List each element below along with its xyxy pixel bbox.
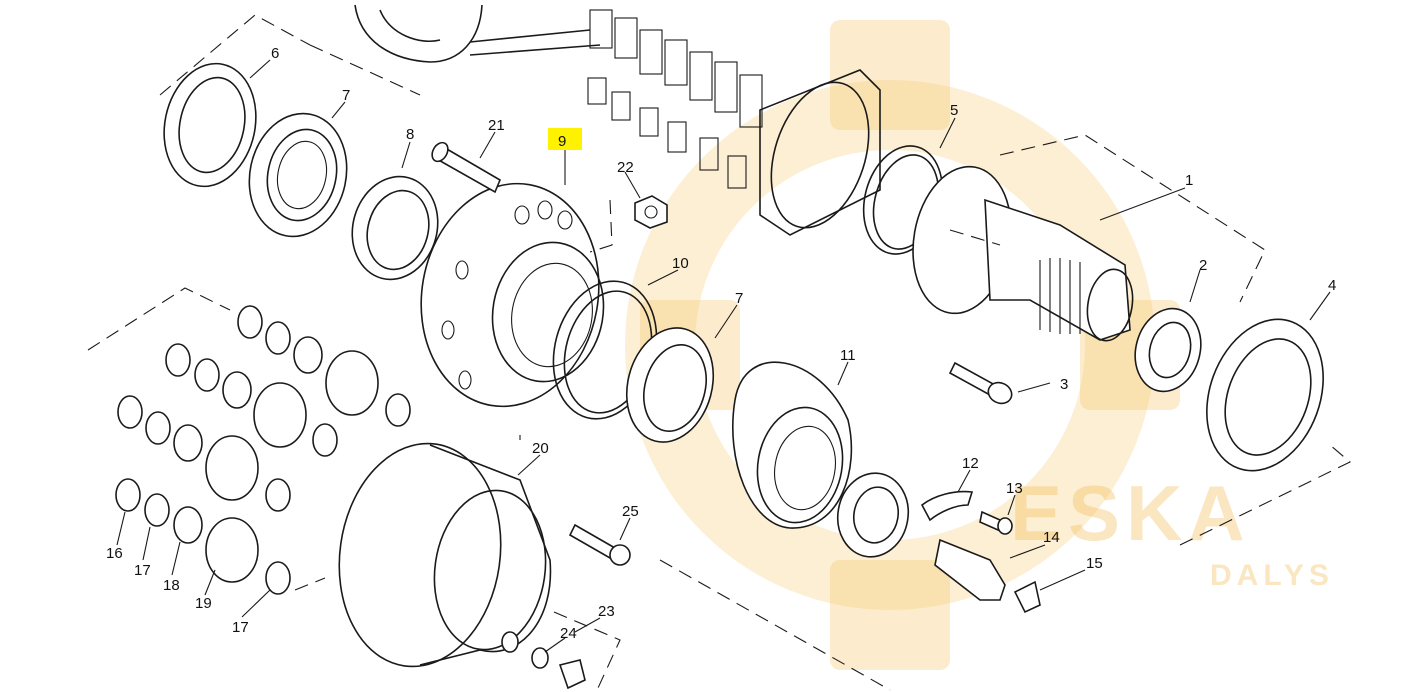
part-21-stud — [431, 141, 502, 194]
callout-12: 12 — [962, 455, 979, 472]
part-slotted-nut — [836, 472, 910, 558]
part-7-bearing-right — [625, 327, 715, 443]
callout-17-left: 17 — [134, 562, 151, 579]
callout-20: 20 — [532, 440, 549, 457]
part-11-ring-gear — [731, 361, 853, 529]
leader-lines — [116, 59, 1331, 653]
part-14-shaft — [934, 538, 1006, 601]
callout-8: 8 — [406, 126, 414, 143]
callout-19: 19 — [195, 595, 212, 612]
callout-labels: 1 2 3 4 5 6 7 7 8 9 10 11 12 13 14 15 16… — [106, 45, 1336, 642]
part-6-seal — [163, 62, 257, 188]
callout-2: 2 — [1199, 257, 1207, 274]
part-25-bolt — [568, 523, 631, 566]
callout-9: 9 — [558, 133, 566, 150]
callout-18: 18 — [163, 577, 180, 594]
callout-5: 5 — [950, 102, 958, 119]
axle-housing-drawing — [354, 4, 881, 236]
part-4-seal — [1206, 318, 1324, 472]
callout-7-right: 7 — [735, 290, 743, 307]
callout-13: 13 — [1006, 480, 1023, 497]
part-3-bolt — [948, 361, 1013, 405]
callout-9-highlight — [548, 128, 582, 150]
part-23-24-plug — [501, 631, 586, 690]
assembly-lines — [87, 14, 1351, 691]
part-2-lock-nut — [1134, 307, 1202, 393]
callout-1: 1 — [1185, 172, 1193, 189]
part-20-planet-carrier — [338, 442, 552, 668]
callout-21: 21 — [488, 117, 505, 134]
callout-16: 16 — [106, 545, 123, 562]
planet-gear-set — [115, 305, 411, 595]
watermark-brand: ESKA — [1010, 469, 1251, 557]
callout-3: 3 — [1060, 376, 1068, 393]
callout-7-left: 7 — [342, 87, 350, 104]
watermark-tagline: DALYS — [1210, 559, 1334, 592]
callout-22: 22 — [617, 159, 634, 176]
part-1-spindle — [912, 165, 1134, 342]
part-15-lock-plate — [1013, 580, 1041, 614]
callout-4: 4 — [1328, 277, 1336, 294]
callout-10: 10 — [672, 255, 689, 272]
callout-24: 24 — [560, 625, 577, 642]
part-22-nut — [634, 195, 668, 229]
callout-14: 14 — [1043, 529, 1060, 546]
callout-25: 25 — [622, 503, 639, 520]
part-7-bearing-left — [248, 112, 348, 238]
callout-6: 6 — [271, 45, 279, 62]
callout-11: 11 — [840, 347, 856, 364]
callout-17-right: 17 — [232, 619, 249, 636]
part-13-screw — [979, 510, 1013, 535]
callout-15: 15 — [1086, 555, 1103, 572]
part-8-ring — [351, 175, 439, 281]
part-12-thrust-washer — [920, 490, 974, 522]
callout-23: 23 — [598, 603, 615, 620]
